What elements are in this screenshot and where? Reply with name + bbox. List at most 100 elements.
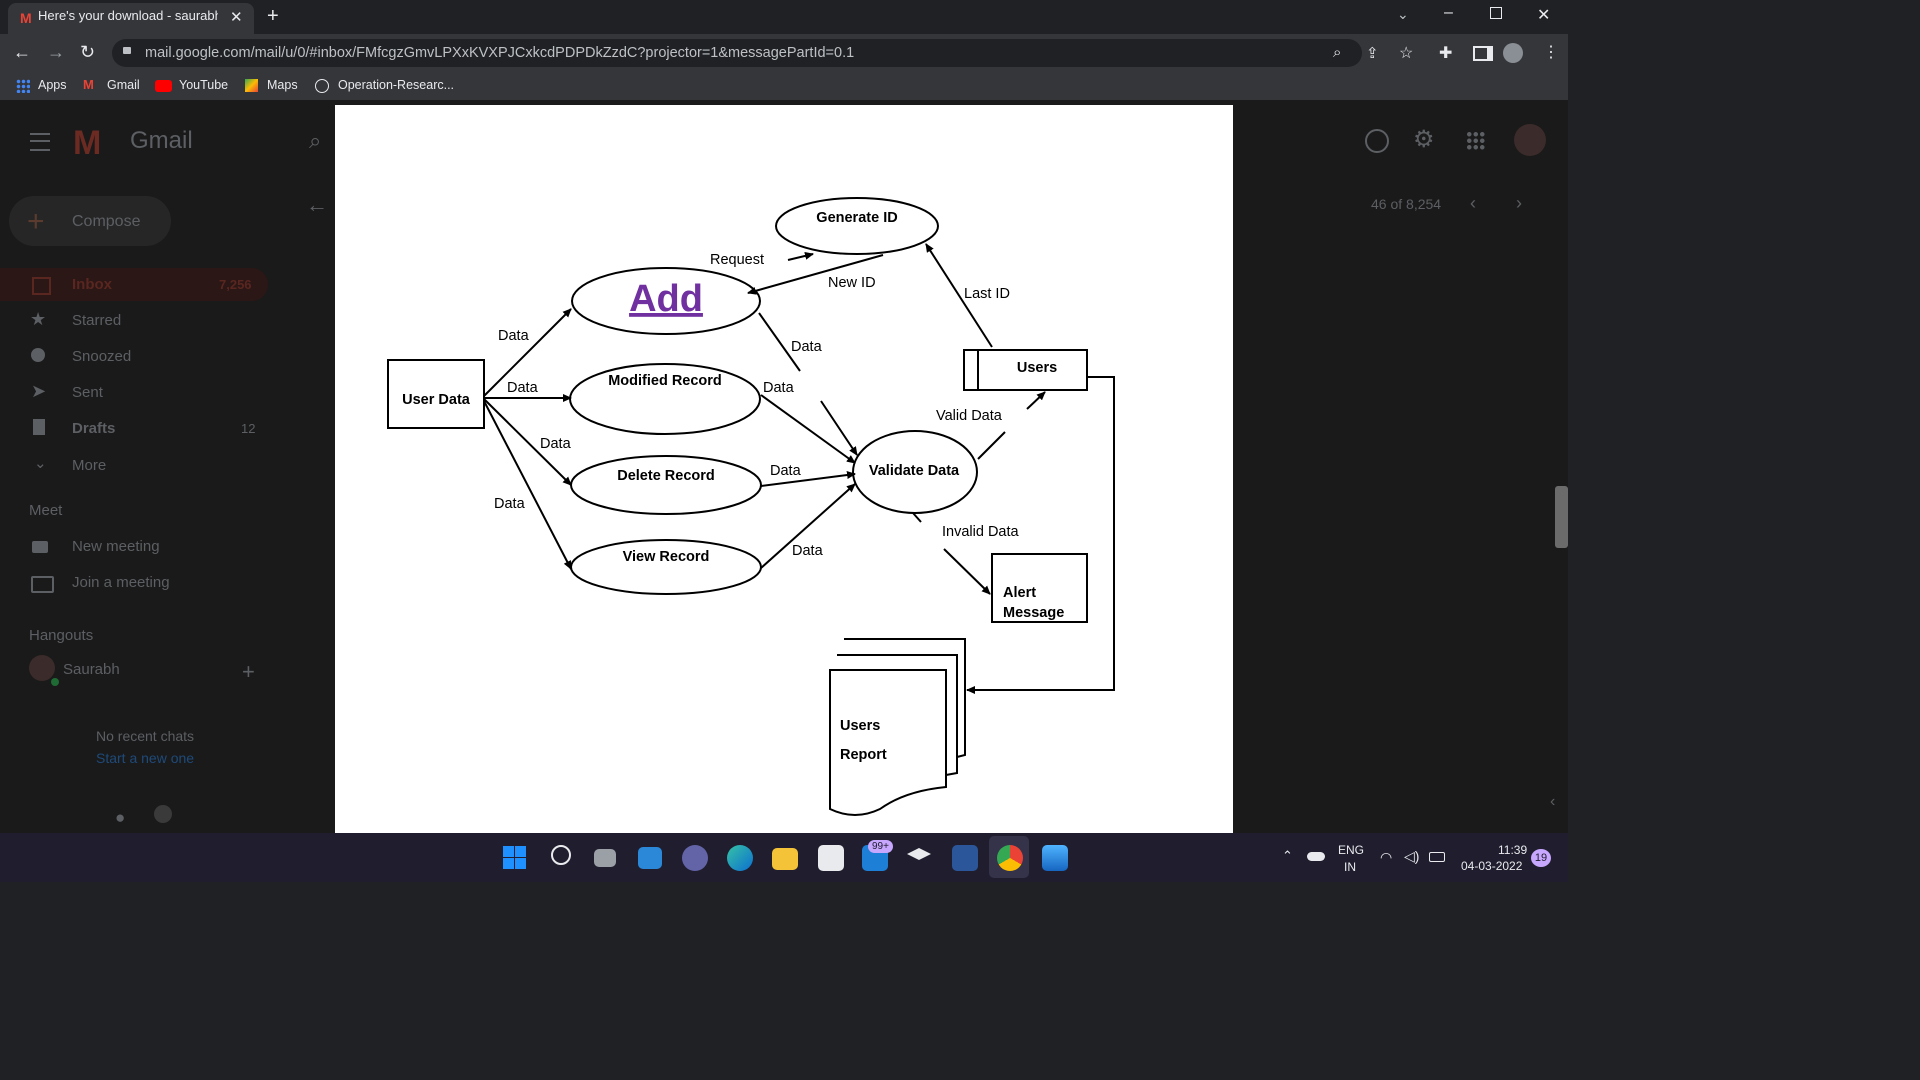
file-explorer-icon[interactable]	[772, 848, 798, 870]
compose-button[interactable]	[9, 196, 171, 246]
restore-icon[interactable]	[1490, 7, 1502, 19]
back-icon[interactable]: ←	[13, 42, 31, 62]
report-sheet-mid	[837, 654, 958, 776]
keyboard-icon	[31, 576, 54, 593]
back-arrow-icon[interactable]: ←	[306, 192, 328, 217]
chrome-icon[interactable]	[997, 845, 1023, 871]
side-panel-toggle-icon[interactable]: ‹	[1550, 793, 1556, 810]
nav-inbox-label: Inbox	[72, 276, 112, 293]
widgets-icon[interactable]	[638, 847, 662, 869]
label-users-store: Users	[1017, 360, 1057, 376]
join-meeting-link[interactable]: Join a meeting	[72, 574, 170, 591]
task-view-icon[interactable]	[594, 849, 616, 867]
word-icon[interactable]	[952, 845, 978, 871]
bookmark-operation-research[interactable]: Operation-Researc...	[338, 78, 455, 92]
google-apps-icon[interactable]	[1466, 131, 1485, 150]
gmail-logo-icon: M	[73, 124, 102, 162]
tab-title: Here's your download - saurabhk	[38, 8, 218, 23]
add-chat-icon[interactable]: +	[242, 659, 255, 684]
bookmark-star-icon[interactable]: ☆	[1399, 45, 1414, 62]
share-icon[interactable]: ⇪	[1366, 45, 1379, 62]
new-meeting-link[interactable]: New meeting	[72, 538, 160, 555]
nav-more-label[interactable]: More	[72, 457, 107, 474]
label-generate-id: Generate ID	[816, 210, 897, 226]
gmail-icon: M	[83, 77, 94, 92]
flow-last-id: Last ID	[964, 286, 1010, 302]
help-icon[interactable]	[1365, 129, 1389, 153]
gmail-favicon-icon: M	[20, 10, 32, 26]
nav-sent-label[interactable]: Sent	[72, 384, 103, 401]
nav-drafts-label[interactable]: Drafts	[72, 420, 116, 437]
tray-chevron-icon[interactable]: ⌃	[1282, 848, 1293, 863]
bookmark-youtube[interactable]: YouTube	[179, 78, 229, 92]
settings-gear-icon[interactable]: ⚙	[1413, 126, 1435, 153]
profile-avatar[interactable]	[1503, 43, 1523, 63]
scrollbar-thumb[interactable]	[1555, 486, 1568, 548]
flow-data-view-validate: Data	[792, 543, 824, 559]
search-taskbar-icon[interactable]	[551, 845, 571, 865]
entity-user-data	[387, 359, 485, 429]
bookmark-maps[interactable]: Maps	[267, 78, 298, 92]
search-icon[interactable]: ⌕	[309, 128, 322, 153]
person-icon[interactable]: ●	[115, 808, 126, 827]
dropbox-icon[interactable]	[907, 848, 931, 860]
compose-plus-icon: +	[27, 205, 45, 238]
label-user-data: User Data	[402, 392, 471, 408]
onedrive-icon[interactable]	[1307, 852, 1325, 861]
new-tab-icon[interactable]: +	[267, 5, 279, 27]
language-eng[interactable]: ENG	[1338, 843, 1365, 857]
minimize-icon[interactable]: –	[1444, 4, 1453, 21]
draft-icon	[33, 419, 45, 435]
clock-date[interactable]: 04-03-2022	[1461, 859, 1523, 873]
label-add: Add	[629, 278, 703, 320]
address-bar[interactable]	[112, 39, 1362, 67]
flow-data-to-add: Data	[498, 328, 530, 344]
next-page-icon[interactable]: ›	[1516, 193, 1522, 213]
label-alert: Alert	[1003, 585, 1036, 601]
browser-tab[interactable]	[8, 3, 254, 34]
store-icon[interactable]	[818, 845, 844, 871]
bookmarks-bar	[0, 72, 1568, 100]
hangouts-quote-icon[interactable]	[154, 805, 172, 823]
teams-chat-icon[interactable]	[682, 845, 708, 871]
label-modified-record: Modified Record	[608, 373, 722, 389]
extensions-icon[interactable]: ✚	[1439, 45, 1453, 62]
bookmark-gmail[interactable]: Gmail	[107, 78, 140, 92]
notification-badge[interactable]: 19	[1531, 849, 1551, 867]
process-delete-record	[570, 455, 762, 515]
wifi-icon[interactable]: ◠	[1380, 849, 1393, 865]
label-validate-data: Validate Data	[869, 463, 960, 479]
prev-page-icon[interactable]: ‹	[1470, 193, 1476, 213]
dfd-diagram: Generate ID Add Modified Record Delete R…	[387, 197, 1115, 816]
flow-data-add-validate: Data	[791, 339, 823, 355]
bookmark-apps[interactable]: Apps	[38, 78, 67, 92]
close-window-icon[interactable]: ✕	[1537, 7, 1551, 24]
start-windows-icon[interactable]	[503, 846, 526, 869]
photos-icon[interactable]	[1042, 845, 1068, 871]
side-panel-icon[interactable]	[1473, 46, 1493, 61]
edge-icon[interactable]	[727, 845, 753, 871]
language-in[interactable]: IN	[1344, 860, 1356, 874]
apps-grid-icon	[16, 79, 30, 93]
flow-data-to-delete: Data	[540, 436, 572, 452]
nav-snoozed-label[interactable]: Snoozed	[72, 348, 132, 365]
reload-icon[interactable]: ↻	[80, 42, 96, 62]
clock-time[interactable]: 11:39	[1498, 843, 1528, 857]
nav-inbox-highlight[interactable]	[0, 268, 268, 301]
volume-icon[interactable]: ◁)	[1404, 848, 1420, 864]
hangouts-user-avatar[interactable]	[29, 655, 55, 681]
battery-icon[interactable]	[1429, 852, 1445, 862]
tab-search-icon[interactable]: ⌄	[1397, 6, 1409, 22]
label-view-record: View Record	[623, 549, 710, 565]
menu-dots-icon[interactable]: ⋮	[1543, 44, 1559, 61]
close-tab-icon[interactable]: ✕	[230, 9, 243, 26]
zoom-icon[interactable]: ⌕	[1333, 44, 1342, 61]
start-chat-link[interactable]: Start a new one	[96, 750, 195, 766]
forward-icon[interactable]: →	[47, 42, 65, 62]
nav-starred-label[interactable]: Starred	[72, 312, 122, 329]
flow-data-del-validate: Data	[770, 463, 802, 479]
hamburger-menu-icon[interactable]	[30, 133, 50, 151]
account-avatar[interactable]	[1514, 124, 1546, 156]
report-sheet-back	[844, 638, 966, 758]
hangouts-user-name[interactable]: Saurabh	[63, 661, 120, 678]
